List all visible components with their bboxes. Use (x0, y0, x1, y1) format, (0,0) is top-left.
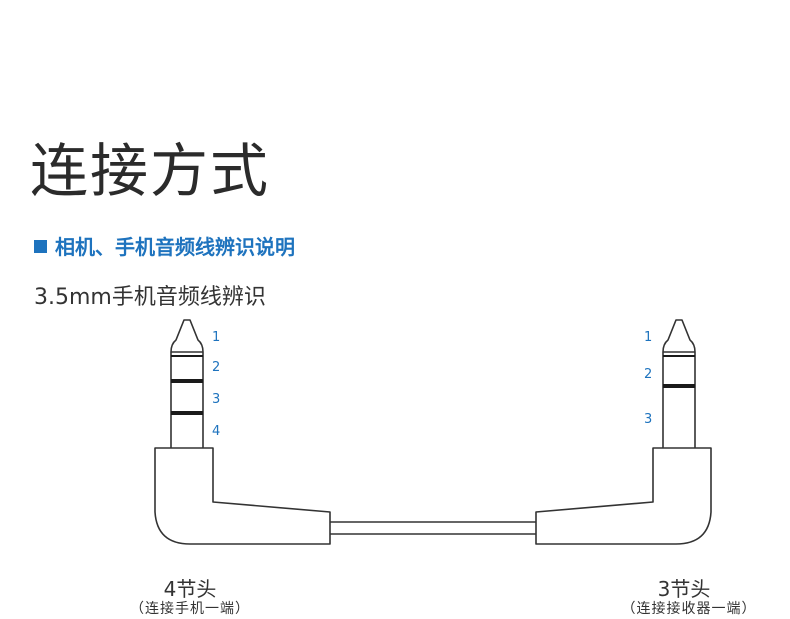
right-plug-pin (662, 319, 696, 448)
right-segment-label: 3 (644, 412, 653, 427)
right-segment-label: 2 (644, 367, 653, 382)
left-segment-label: 2 (212, 360, 221, 375)
right-plug-bands (663, 355, 695, 388)
left-plug-pin (170, 319, 204, 448)
left-plug-note: （连接手机一端） (130, 601, 250, 617)
left-segment-label: 1 (212, 330, 221, 345)
diagram-subtitle: 3.5mm手机音频线辨识 (34, 285, 266, 310)
left-plug-bands (171, 355, 203, 415)
right-plug-note: （连接接收器一端） (621, 601, 757, 617)
right-plug-3-pole (535, 319, 712, 545)
left-plug-4-pole (154, 319, 331, 545)
square-bullet-icon (34, 240, 47, 253)
section-heading-text: 相机、手机音频线辨识说明 (55, 235, 295, 259)
right-plug-housing (535, 447, 712, 545)
section-heading: 相机、手机音频线辨识说明 (34, 231, 295, 260)
left-plug-label: 4节头 (163, 577, 217, 601)
left-segment-label: 4 (212, 424, 221, 439)
left-segment-label: 3 (212, 392, 221, 407)
right-segment-label: 1 (644, 330, 653, 345)
left-plug-housing (154, 447, 331, 545)
page-title: 连接方式 (30, 137, 271, 205)
right-plug-label: 3节头 (657, 577, 711, 601)
cable (330, 521, 536, 535)
